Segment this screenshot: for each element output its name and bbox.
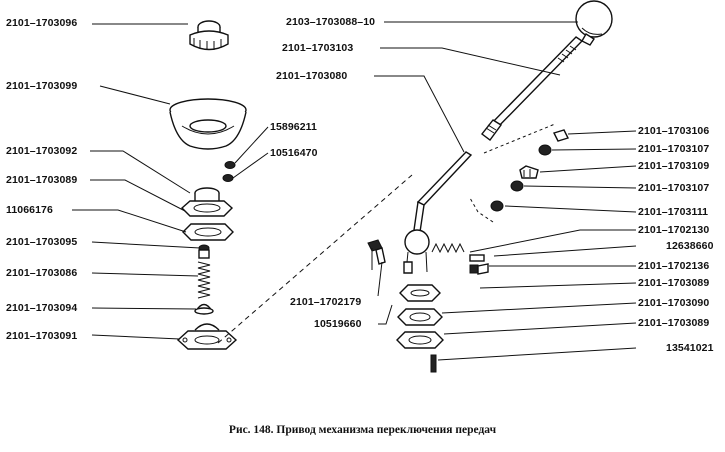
figure-caption: Рис. 148. Привод механизма переключения … <box>228 424 497 436</box>
label-part: 2101–1702136 <box>638 260 710 272</box>
label-part: 2101–1703106 <box>638 125 710 137</box>
label-part: 11066176 <box>6 204 53 216</box>
label-part: 2101–1703089 <box>638 277 710 289</box>
part-gasket <box>182 223 234 241</box>
part-pin <box>469 254 489 275</box>
label-part: 2101–1703092 <box>6 145 78 157</box>
leader-lines-right <box>371 21 637 361</box>
label-part: 2101–1703091 <box>6 330 78 342</box>
label-part: 2101–1703090 <box>638 297 710 309</box>
part-screw <box>430 354 437 373</box>
label-part: 2101–1703107 <box>638 143 710 155</box>
label-part: 2101–1703094 <box>6 302 78 314</box>
part-spring <box>431 242 465 254</box>
label-part: 15896211 <box>270 121 317 133</box>
label-part: 12638660 <box>666 240 714 252</box>
label-part: 2101–1703095 <box>6 236 78 248</box>
dashed-connector <box>217 174 413 344</box>
label-part: 2101–1703099 <box>6 80 78 92</box>
leader-lines-left <box>72 23 269 340</box>
part-boot <box>169 98 247 150</box>
label-part: 13541021 <box>666 342 714 354</box>
label-part: 10516470 <box>270 147 318 159</box>
part-lower-lever <box>403 151 473 274</box>
label-part: 2101–1703111 <box>638 206 709 218</box>
label-part: 10519660 <box>314 318 362 330</box>
part-lever-flanges <box>396 284 444 349</box>
label-part: 2101–1702130 <box>638 224 710 236</box>
label-part: 2101–1703103 <box>282 42 354 54</box>
label-part: 2101–1703089 <box>6 174 78 186</box>
label-part: 2101–1703080 <box>276 70 348 82</box>
label-part: 2101–1703096 <box>6 17 78 29</box>
label-part: 2101–1703086 <box>6 267 78 279</box>
label-part: 2101–1703107 <box>638 182 710 194</box>
part-small-seals <box>222 161 236 182</box>
part-cup <box>194 303 214 315</box>
label-part: 2101–1703089 <box>638 317 710 329</box>
part-lever-rod <box>481 36 584 141</box>
part-base-plate <box>176 323 238 350</box>
label-part: 2101–1703109 <box>638 160 710 172</box>
part-bushing-spring <box>197 244 211 299</box>
part-cap <box>189 20 229 51</box>
label-part: 2101–1702179 <box>290 296 362 308</box>
part-upper-flange <box>180 187 234 217</box>
label-part: 2103–1703088–10 <box>286 16 376 28</box>
part-nuts <box>490 129 569 212</box>
part-bolt <box>367 239 386 265</box>
part-ball-knob <box>575 0 613 46</box>
dashed-bracket <box>469 123 556 223</box>
